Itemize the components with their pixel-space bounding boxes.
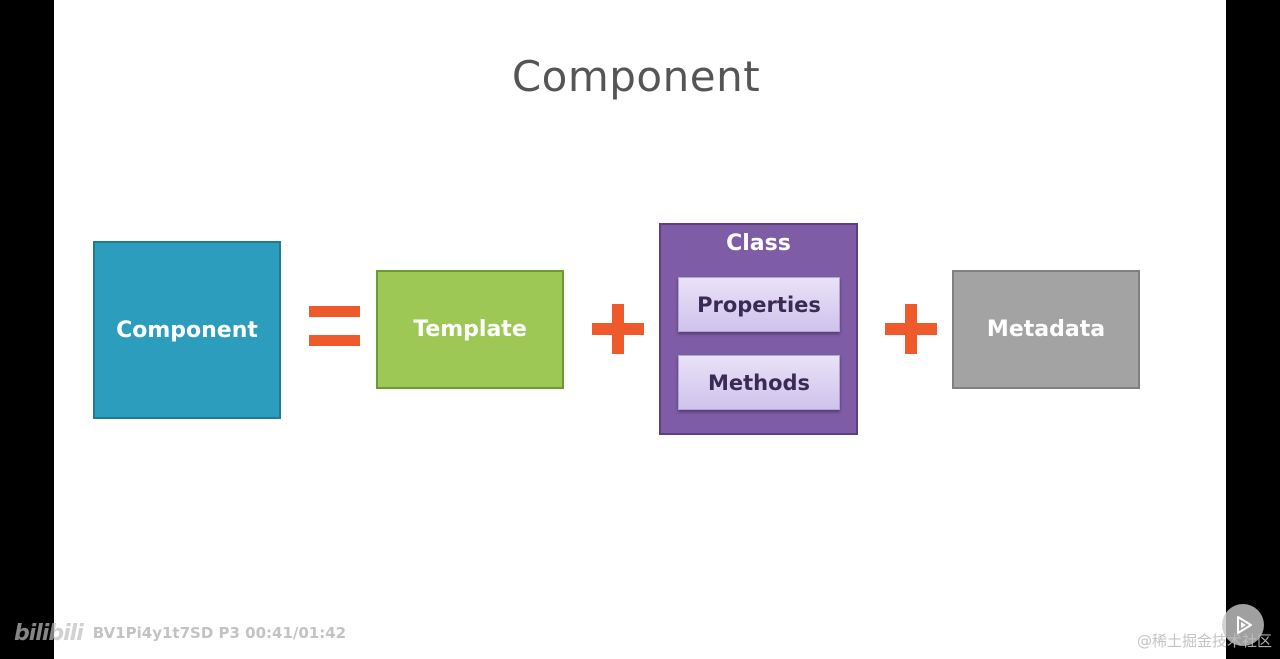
plus-icon: [592, 304, 644, 354]
bilibili-watermark: bilibili BV1Pi4y1t7SD P3 00:41/01:42: [14, 618, 346, 648]
template-label: Template: [413, 317, 527, 342]
slide: Component Component Template Class Prope…: [54, 0, 1264, 659]
metadata-box: Metadata: [952, 270, 1140, 389]
methods-box: Methods: [678, 355, 840, 410]
template-box: Template: [376, 270, 564, 389]
equals-icon: [309, 306, 360, 346]
properties-label: Properties: [697, 292, 821, 317]
slide-title: Component: [511, 52, 761, 101]
class-label: Class: [726, 231, 791, 256]
class-box: Class Properties Methods: [659, 223, 858, 435]
plus-icon: [885, 304, 937, 354]
play-icon: [1222, 604, 1264, 646]
component-label: Component: [116, 317, 258, 343]
bilibili-logo: bilibili: [14, 620, 84, 646]
methods-label: Methods: [707, 370, 811, 395]
metadata-label: Metadata: [986, 317, 1106, 342]
attribution-text: @稀土掘金技术社区: [1136, 632, 1272, 650]
properties-box: Properties: [678, 277, 840, 332]
video-code: BV1Pi4y1t7SD P3 00:41/01:42: [92, 624, 347, 642]
component-box: Component: [93, 241, 281, 419]
